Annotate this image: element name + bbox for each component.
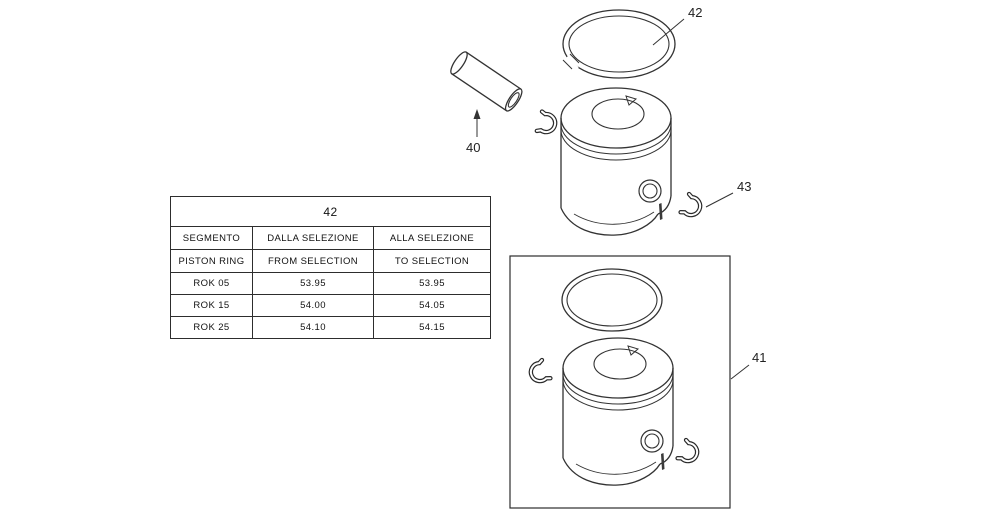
leader-line-41 bbox=[730, 364, 750, 380]
col-header-from: FROM SELECTION bbox=[252, 249, 374, 273]
circlip-drawing bbox=[678, 440, 701, 465]
table-row: ROK 25 54.10 54.15 bbox=[170, 316, 492, 339]
piston-ring-drawing bbox=[562, 9, 676, 79]
spec-table: 42 SEGMENTO DALLA SELEZIONE ALLA SELEZIO… bbox=[169, 196, 492, 339]
arrowhead-40 bbox=[473, 109, 481, 119]
part-label-43: 43 bbox=[737, 179, 751, 194]
piston-drawing bbox=[560, 87, 672, 236]
to-value-cell: 54.15 bbox=[372, 316, 492, 339]
wrist-pin-drawing bbox=[450, 51, 523, 112]
part-label-41: 41 bbox=[752, 350, 766, 365]
part-label-40: 40 bbox=[466, 140, 480, 155]
leader-line-43 bbox=[705, 192, 734, 208]
circlip-drawing bbox=[527, 360, 550, 385]
leader-line-42 bbox=[652, 18, 685, 46]
from-value-cell: 54.10 bbox=[252, 316, 374, 339]
circlip-drawing bbox=[681, 194, 704, 219]
col-header-piston-ring: PISTON RING bbox=[170, 249, 253, 273]
circlip-drawing bbox=[537, 112, 558, 135]
assembly-box bbox=[509, 255, 731, 509]
col-header-segmento: SEGMENTO bbox=[170, 226, 253, 250]
table-row: ROK 05 53.95 53.95 bbox=[170, 272, 492, 295]
piston-ring-drawing bbox=[561, 268, 663, 332]
part-label-42: 42 bbox=[688, 5, 702, 20]
piston-drawing bbox=[562, 337, 674, 486]
